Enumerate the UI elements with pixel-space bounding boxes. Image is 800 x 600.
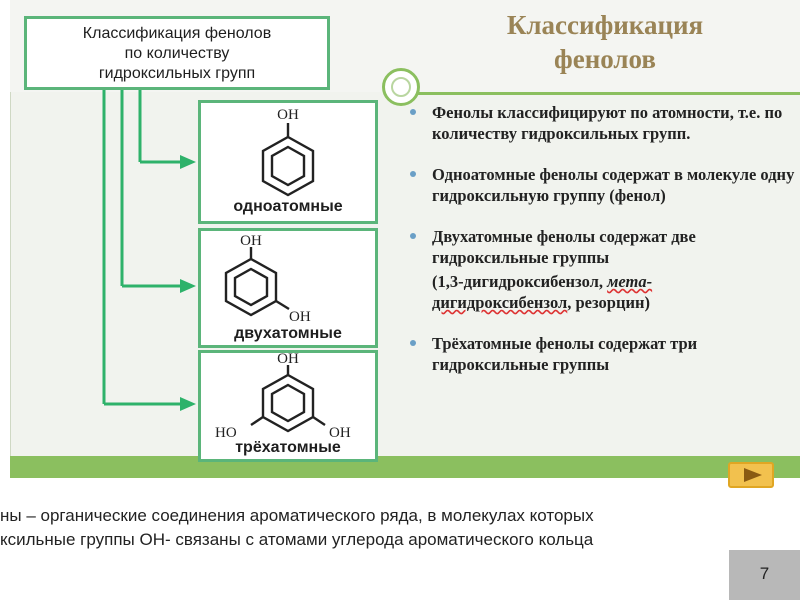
resorcinol-structure-icon: OH OH	[224, 233, 311, 325]
bullet-main-text: Двухатомные фенолы содержат две гидрокси…	[432, 227, 696, 267]
phenol-caption-monohydric: одноатомные	[233, 198, 343, 215]
bullet-item: Двухатомные фенолы содержат две гидрокси…	[408, 226, 798, 313]
oh-label: OH	[329, 425, 351, 441]
bullet-item: Фенолы классифицируют по атомности, т.е.…	[408, 102, 798, 144]
bullet-subtext-a: (1,3-дигидроксибензол,	[432, 272, 608, 291]
bullet-item: Одноатомные фенолы содержат в молекуле о…	[408, 164, 798, 206]
ho-label: HO	[215, 425, 237, 441]
next-slide-button[interactable]	[728, 462, 774, 488]
slide-title-line1: Классификация	[506, 10, 704, 40]
slide-title-line2: фенолов	[554, 44, 656, 74]
oh-label: OH	[289, 309, 311, 325]
phenol-caption-trihydric: трёхатомные	[235, 439, 341, 456]
play-arrow-icon	[744, 468, 762, 482]
oh-label: OH	[277, 107, 299, 123]
classification-line3: гидроксильных групп	[98, 65, 256, 82]
definition-text-line2: ксильные группы ОН- связаны с атомами уг…	[0, 530, 594, 549]
page-number-badge: 7	[729, 550, 800, 600]
phenol-box-trihydric: OH HO OH трёхатомные	[198, 350, 378, 462]
bullet-subtext-meta: мета-	[607, 272, 653, 291]
bullet-subtext-c: , резорцин)	[567, 293, 650, 312]
definition-text-line1: ны – органические соединения ароматическ…	[0, 506, 594, 525]
title-circle-ornament	[382, 68, 420, 106]
oh-label: OH	[277, 353, 299, 367]
bullet-list: Фенолы классифицируют по атомности, т.е.…	[408, 102, 798, 395]
arrow-icon	[180, 279, 196, 293]
oh-label: OH	[240, 233, 262, 249]
phenol-box-monohydric: OH одноатомные	[198, 100, 378, 224]
arrow-icon	[180, 155, 196, 169]
phenol-structure-icon: OH	[261, 107, 315, 197]
bullet-subtext: (1,3-дигидроксибензол, мета-дигидроксибе…	[432, 271, 798, 313]
title-circle-inner	[391, 77, 411, 97]
classification-box: Классификация фенолов по количеству гидр…	[24, 16, 330, 90]
title-divider	[400, 92, 800, 95]
page-number: 7	[759, 564, 770, 583]
classification-line1: Классификация фенолов	[82, 25, 272, 42]
classification-line2: по количеству	[124, 45, 230, 62]
phenol-caption-dihydric: двухатомные	[234, 325, 342, 342]
arrow-icon	[180, 397, 196, 411]
phloroglucinol-structure-icon: OH HO OH	[215, 353, 351, 441]
bullet-subtext-b: дигидроксибензол	[432, 293, 568, 312]
bullet-item: Трёхатомные фенолы содержат три гидрокси…	[408, 333, 798, 375]
slide-title: Классификация фенолов	[440, 8, 770, 76]
phenol-box-dihydric: OH OH двухатомные	[198, 228, 378, 348]
